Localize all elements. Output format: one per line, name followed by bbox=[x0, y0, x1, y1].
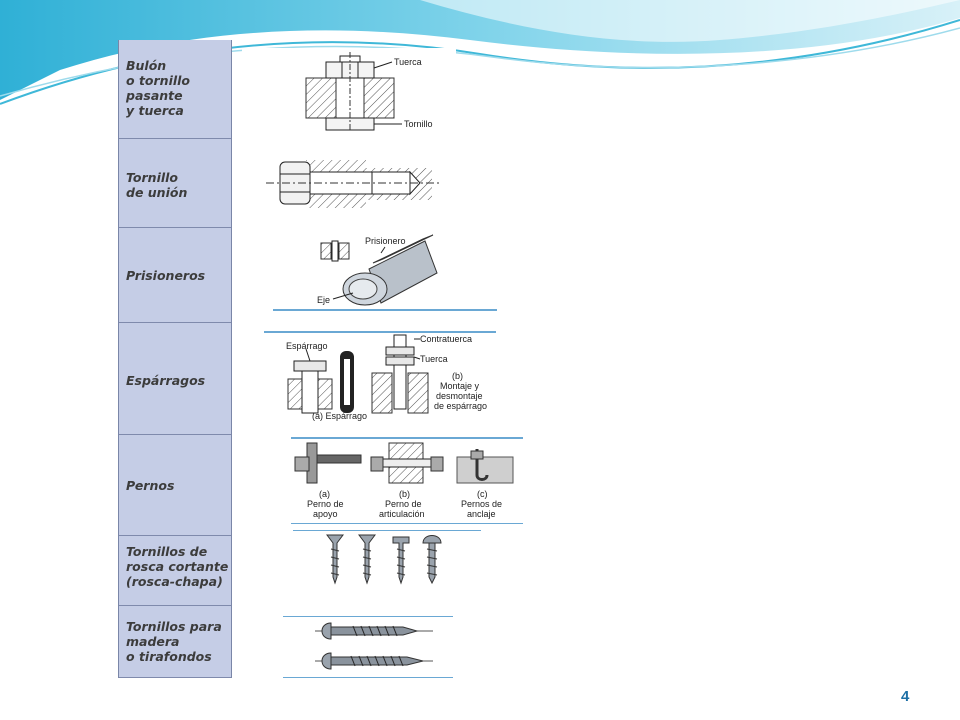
label-contratuerca: Contratuerca bbox=[420, 334, 472, 344]
row-pernos: Pernos bbox=[119, 435, 231, 536]
row-rosca-chapa: Tornillos de rosca cortante (rosca-chapa… bbox=[119, 536, 231, 606]
label-esparrago: Espárrago bbox=[286, 341, 328, 351]
caption-b-line3: de espárrago bbox=[434, 401, 487, 411]
caption-a: (a) bbox=[319, 489, 330, 499]
row-label: Pernos bbox=[126, 478, 175, 493]
illustration-pernos: (a) Perno de apoyo (b) Perno de articula… bbox=[291, 437, 523, 524]
row-bulon: Bulón o tornillo pasante y tuerca bbox=[119, 40, 231, 139]
row-esparragos: Espárragos bbox=[119, 323, 231, 435]
caption-b-line1: Montaje y bbox=[440, 381, 480, 391]
illustration-prisioneros: Prisionero Eje bbox=[273, 233, 497, 311]
caption-b: (b) bbox=[399, 489, 410, 499]
row-label: Prisioneros bbox=[126, 268, 206, 283]
row-label: Tornillos de rosca cortante (rosca-chapa… bbox=[126, 544, 229, 589]
row-label: Bulón o tornillo pasante y tuerca bbox=[126, 58, 191, 118]
caption-a-line2: apoyo bbox=[313, 509, 338, 519]
caption-b-line2: desmontaje bbox=[436, 391, 483, 401]
illustration-rosca-chapa bbox=[293, 530, 481, 587]
page-number: 4 bbox=[901, 688, 910, 705]
row-label: Tornillos para madera o tirafondos bbox=[126, 619, 222, 664]
row-tirafondos: Tornillos para madera o tirafondos bbox=[119, 606, 231, 678]
caption-c-line2: anclaje bbox=[467, 509, 496, 519]
row-prisioneros: Prisioneros bbox=[119, 228, 231, 323]
row-label: Espárragos bbox=[126, 373, 206, 388]
illustration-tirafondos bbox=[283, 616, 453, 678]
label-tuerca: Tuerca bbox=[394, 57, 422, 67]
caption-a: (a) Espárrago bbox=[312, 411, 367, 421]
caption-b-line1: Perno de bbox=[385, 499, 422, 509]
illustration-esparragos: Espárrago Contratuerca Tuerca (a) Espárr… bbox=[264, 331, 496, 427]
row-label: Tornillo de unión bbox=[126, 170, 188, 200]
caption-b-line2: articulación bbox=[379, 509, 425, 519]
caption-a-line1: Perno de bbox=[307, 499, 344, 509]
label-eje: Eje bbox=[317, 295, 330, 305]
caption-c-line1: Pernos de bbox=[461, 499, 502, 509]
label-tornillo: Tornillo bbox=[404, 119, 433, 129]
label-tuerca: Tuerca bbox=[420, 354, 448, 364]
fastener-type-table: Bulón o tornillo pasante y tuerca Tornil… bbox=[118, 40, 232, 678]
illustration-tornillo-union bbox=[240, 150, 464, 218]
caption-b: (b) bbox=[452, 371, 463, 381]
row-tornillo-union: Tornillo de unión bbox=[119, 139, 231, 228]
caption-c: (c) bbox=[477, 489, 488, 499]
illustration-bulon: Tuerca Tornillo bbox=[242, 48, 456, 134]
label-prisionero: Prisionero bbox=[365, 236, 406, 246]
